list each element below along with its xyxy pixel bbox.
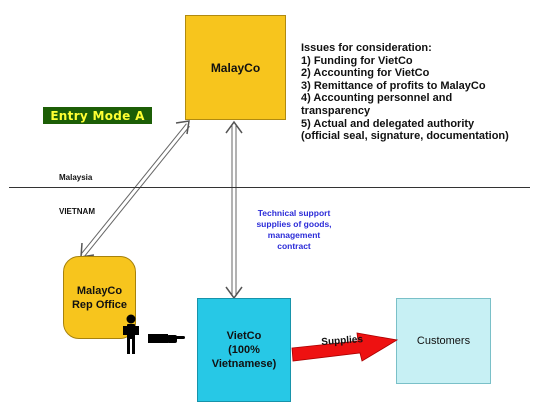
region-label-vietnam: VIETNAM [59, 207, 95, 216]
issues-list: Issues for consideration: 1) Funding for… [301, 42, 531, 143]
region-label-malaysia: Malaysia [59, 173, 93, 182]
supplies-arrow [291, 332, 399, 362]
rep-office-label-line: MalayCo [76, 284, 123, 297]
customers-label: Customers [416, 335, 471, 347]
annotation-line: Technical support [257, 208, 331, 218]
rep-office-node: MalayCo Rep Office [63, 256, 136, 339]
issue-item: transparency [301, 104, 371, 117]
vietco-label-line: (100% [228, 344, 260, 356]
entry-mode-badge: Entry Mode A [43, 107, 152, 124]
customers-node: Customers [396, 298, 491, 384]
malayco-vietco-arrow [225, 120, 243, 300]
vietco-label-line: Vietnamese) [211, 358, 277, 370]
annotation-line: management [267, 230, 321, 240]
pointing-hand-icon [148, 334, 185, 343]
issues-heading: Issues for consideration: [301, 42, 432, 54]
vietco-node: VietCo (100% Vietnamese) [197, 298, 291, 402]
technical-support-annotation: Technical support supplies of goods, man… [232, 208, 356, 252]
malayco-node: MalayCo [185, 15, 286, 120]
vietco-label-line: VietCo [226, 330, 262, 342]
issue-item: 1) Funding for VietCo [301, 54, 413, 67]
malayco-rep-office-arrow [80, 120, 190, 258]
issue-item: 2) Accounting for VietCo [301, 67, 430, 80]
rep-office-label-line: Rep Office [71, 298, 127, 311]
issue-item: 3) Remittance of profits to MalayCo [301, 79, 486, 92]
annotation-line: contract [277, 241, 311, 251]
issue-item: (official seal, signature, documentation… [301, 130, 509, 143]
country-divider-line [9, 187, 530, 188]
issue-item: 5) Actual and delegated authority [301, 117, 475, 130]
annotation-line: supplies of goods, [256, 219, 332, 229]
person-icon [123, 314, 139, 354]
malayco-label: MalayCo [210, 60, 261, 75]
issue-item: 4) Accounting personnel and [301, 92, 453, 105]
